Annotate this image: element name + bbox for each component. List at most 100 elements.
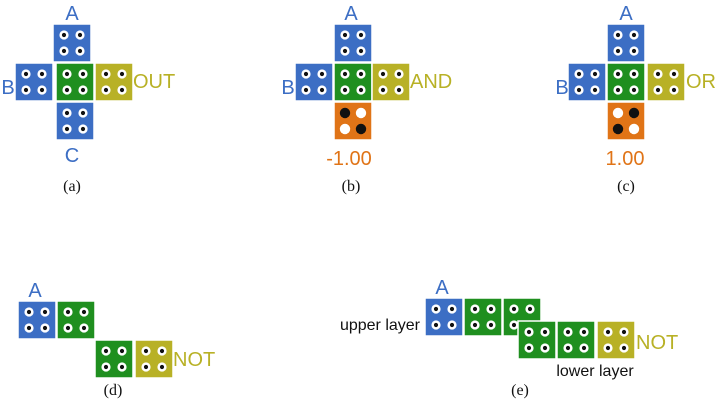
- pin-center: [103, 348, 109, 354]
- tile-a-output: [94, 62, 134, 102]
- pin-center: [615, 48, 621, 54]
- tile-e-input-a-body: [424, 297, 464, 337]
- tile-c-core: [606, 62, 646, 102]
- label-b-top: A: [344, 3, 358, 25]
- pin-center: [631, 87, 637, 93]
- tile-a-output-body: [94, 62, 134, 102]
- tile-e-lower-2-body: [556, 320, 596, 360]
- tile-a-input-b-body: [14, 62, 54, 102]
- label-a-top: A: [65, 3, 79, 25]
- tile-a-input-c: [55, 101, 95, 141]
- tile-b-bias: [333, 101, 373, 141]
- pin-filled: [355, 123, 367, 135]
- pin-center: [119, 71, 125, 77]
- label-a-bottom: C: [65, 145, 79, 167]
- tile-e-output-body: [596, 320, 636, 360]
- pin-center: [511, 306, 517, 312]
- label-d-top: A: [28, 280, 42, 302]
- pin-center: [380, 71, 386, 77]
- pin-center: [592, 87, 598, 93]
- pin-center: [61, 32, 67, 38]
- label-c-right: OR: [686, 71, 716, 93]
- tile-b-core: [333, 62, 373, 102]
- label-e-top: A: [435, 277, 449, 299]
- pin-center: [42, 325, 48, 331]
- caption-c: (c): [617, 178, 635, 195]
- tile-d-output-body: [134, 339, 174, 379]
- tile-a-input-c-body: [55, 101, 95, 141]
- caption-a: (a): [63, 178, 81, 195]
- pin-center: [576, 87, 582, 93]
- pin-center: [605, 345, 611, 351]
- pin-center: [511, 322, 517, 328]
- pin-center: [615, 32, 621, 38]
- pin-center: [358, 71, 364, 77]
- pin-empty: [628, 123, 640, 135]
- pin-center: [576, 71, 582, 77]
- pin-center: [615, 87, 621, 93]
- pin-center: [80, 71, 86, 77]
- tile-e-input-a: [424, 297, 464, 337]
- pin-center: [488, 322, 494, 328]
- pin-center: [631, 71, 637, 77]
- pin-center: [358, 48, 364, 54]
- tile-d-core-lower: [94, 339, 134, 379]
- tile-c-input-a: [606, 23, 646, 63]
- tile-c-output: [646, 62, 686, 102]
- pin-empty: [355, 107, 367, 119]
- label-b-left: B: [281, 77, 294, 99]
- tile-c-core-body: [606, 62, 646, 102]
- pin-center: [671, 87, 677, 93]
- tile-a-input-a-body: [52, 23, 92, 63]
- tile-d-core-upper: [56, 300, 96, 340]
- pin-center: [81, 325, 87, 331]
- pin-center: [42, 309, 48, 315]
- pin-center: [631, 32, 637, 38]
- tile-c-input-b-body: [567, 62, 607, 102]
- pin-center: [621, 329, 627, 335]
- pin-center: [449, 322, 455, 328]
- pin-center: [472, 322, 478, 328]
- pin-center: [605, 329, 611, 335]
- pin-center: [527, 306, 533, 312]
- pin-center: [80, 126, 86, 132]
- pin-center: [119, 364, 125, 370]
- label-c-bottom: 1.00: [606, 148, 645, 170]
- pin-center: [23, 87, 29, 93]
- pin-center: [565, 329, 571, 335]
- tile-e-upper-1: [463, 297, 503, 337]
- pin-center: [103, 87, 109, 93]
- tile-d-output: [134, 339, 174, 379]
- pin-center: [119, 348, 125, 354]
- pin-center: [631, 48, 637, 54]
- label-upper-layer: upper layer: [340, 317, 421, 334]
- pin-center: [542, 345, 548, 351]
- tile-a-input-a: [52, 23, 92, 63]
- label-lower-layer: lower layer: [556, 363, 634, 380]
- tile-d-input-a-body: [17, 300, 57, 340]
- pin-center: [39, 87, 45, 93]
- pin-empty: [339, 123, 351, 135]
- pin-center: [615, 71, 621, 77]
- tile-a-core: [55, 62, 95, 102]
- pin-center: [671, 71, 677, 77]
- pin-center: [581, 329, 587, 335]
- pin-center: [342, 48, 348, 54]
- tile-c-input-a-body: [606, 23, 646, 63]
- pin-center: [77, 48, 83, 54]
- pin-center: [342, 32, 348, 38]
- tile-c-bias-body: [606, 101, 646, 141]
- pin-center: [581, 345, 587, 351]
- tile-c-input-b: [567, 62, 607, 102]
- pin-center: [542, 329, 548, 335]
- tile-d-core-lower-body: [94, 339, 134, 379]
- pin-center: [433, 322, 439, 328]
- pin-center: [81, 309, 87, 315]
- tile-b-core-body: [333, 62, 373, 102]
- pin-center: [80, 87, 86, 93]
- pin-center: [319, 87, 325, 93]
- pin-center: [143, 364, 149, 370]
- pin-center: [342, 71, 348, 77]
- pin-center: [472, 306, 478, 312]
